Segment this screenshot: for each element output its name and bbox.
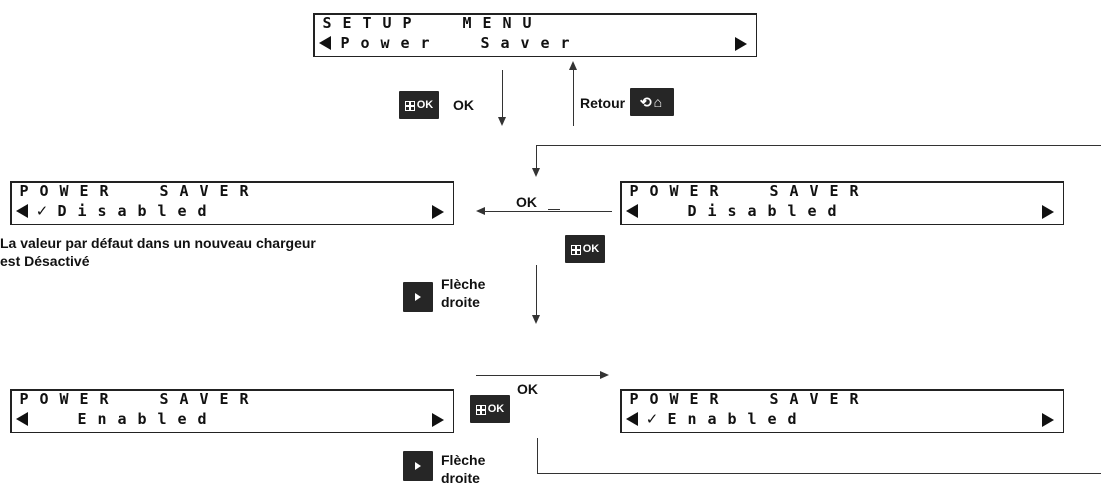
retour-label: Retour [580, 95, 626, 111]
ok-button[interactable]: OK [470, 395, 510, 423]
check-icon: ✓ [645, 410, 659, 428]
default-note: La valeur par défaut dans un nouveau cha… [0, 235, 316, 269]
check-icon: ✓ [35, 202, 49, 220]
menu-grid-icon [404, 100, 415, 111]
arrowhead-down [532, 168, 540, 177]
right-arrow-icon [735, 37, 747, 51]
ok-label: OK [516, 194, 537, 210]
back-arrow-icon: ⟲ [639, 93, 654, 110]
flow-arrow-up [573, 68, 574, 126]
arrowhead-left [476, 207, 485, 215]
flow-arrow-down [536, 265, 537, 317]
right-arrow-button[interactable] [403, 451, 433, 481]
fleche-droite-label: Flèche droite [441, 452, 486, 486]
ok-label: OK [453, 97, 474, 113]
ok-button[interactable]: OK [399, 91, 439, 119]
fleche-droite-label: Flèche droite [441, 276, 486, 310]
flow-line [536, 145, 537, 170]
right-arrow-icon [1042, 413, 1054, 427]
flow-line [536, 145, 1101, 146]
ok-button[interactable]: OK [565, 235, 605, 263]
left-arrow-icon [626, 412, 638, 426]
underline [548, 209, 560, 210]
left-arrow-icon [16, 412, 28, 426]
right-arrow-icon [1042, 205, 1054, 219]
right-arrow-button[interactable] [403, 282, 433, 312]
play-icon [415, 293, 421, 301]
arrowhead-up [569, 61, 577, 70]
flow-line [537, 438, 538, 473]
right-arrow-icon [432, 205, 444, 219]
home-icon: ⌂ [653, 94, 665, 110]
flow-line [537, 473, 1101, 474]
flow-arrow-down [502, 70, 503, 120]
play-icon [415, 462, 421, 470]
back-home-button[interactable]: ⟲⌂ [630, 88, 674, 116]
menu-grid-icon [475, 404, 486, 415]
left-arrow-icon [626, 204, 638, 218]
arrowhead-down [532, 315, 540, 324]
ok-label: OK [517, 381, 538, 397]
flow-arrow-right [476, 375, 601, 376]
menu-grid-icon [570, 244, 581, 255]
left-arrow-icon [319, 36, 331, 50]
left-arrow-icon [16, 204, 28, 218]
right-arrow-icon [432, 413, 444, 427]
arrowhead-down [498, 117, 506, 126]
arrowhead-right [600, 371, 609, 379]
flow-arrow-left [484, 211, 612, 212]
